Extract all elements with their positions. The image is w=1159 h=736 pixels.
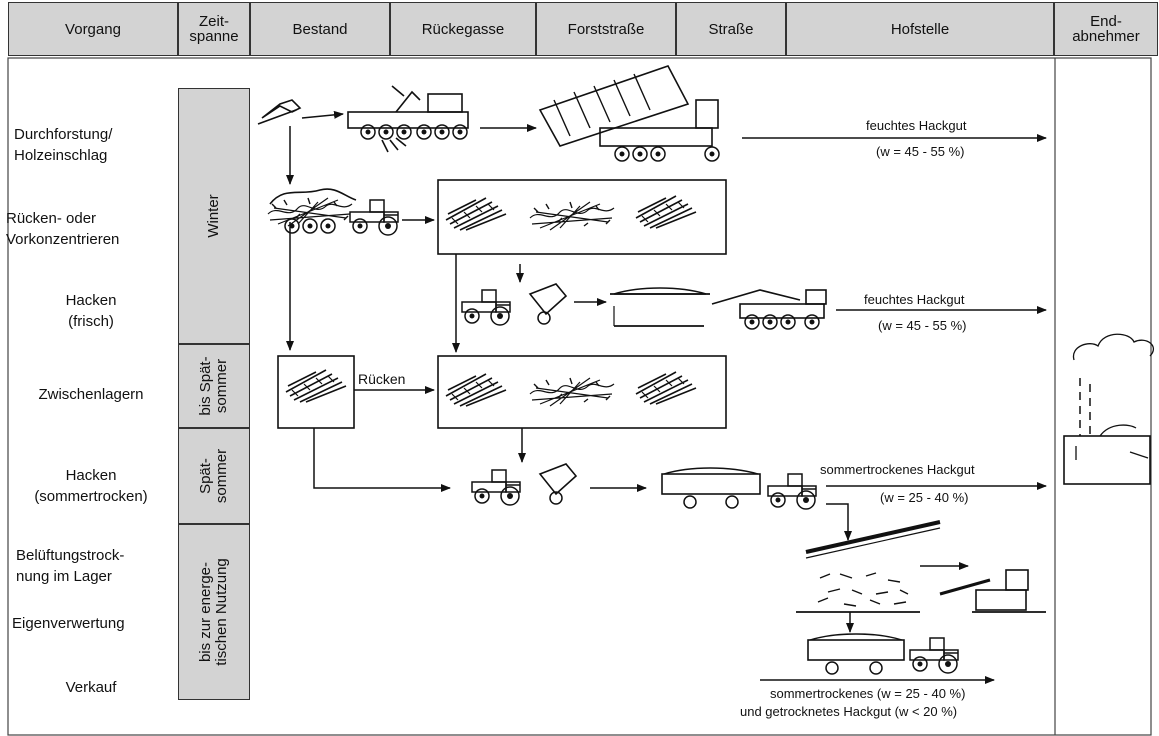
phase-bis-nutzung-label: bis zur energe- tischen Nutzung [197, 558, 230, 666]
phase-bis-spaetsommer-label: bis Spät- sommer [197, 356, 230, 416]
ventilated-chip-store-illustration [796, 572, 920, 613]
felling-saw-illustration [257, 99, 302, 125]
phase-spaetsommer-label: Spät- sommer [197, 448, 230, 504]
row-label-zwischenlagern: Zwischenlagern [38, 386, 144, 403]
chip-truck-illustration-2 [711, 289, 827, 330]
phase-bis-nutzung: bis zur energe- tischen Nutzung [178, 524, 250, 700]
header-zeitspanne: Zeit- spanne [178, 2, 250, 56]
row-label-ruecken: Rücken- oder Vorkonzentrieren [6, 210, 120, 248]
header-endabnehmer: End- abnehmer [1054, 2, 1158, 56]
stand-storage-box [277, 355, 355, 429]
flow-label-final-1: sommertrockenes (w = 25 - 40 %) [770, 686, 966, 701]
phase-winter-label: Winter [205, 194, 222, 238]
harvester-illustration [347, 85, 469, 153]
flow-label-wet-2-moisture: (w = 45 - 55 %) [878, 318, 967, 333]
header-strasse: Straße [676, 2, 786, 56]
row-label-belueftung: Belüftungstrock- nung im Lager [16, 547, 125, 585]
tractor-trailer-illustration-1 [661, 467, 817, 510]
phase-winter: Winter [178, 88, 250, 344]
wood-assortment-box-2 [437, 355, 727, 429]
header-bestand: Bestand [250, 2, 390, 56]
conveyor-illustration [805, 520, 941, 559]
tractor-chipper-illustration-2 [471, 463, 578, 506]
header-forststrasse: Forststraße [536, 2, 676, 56]
tractor-trailer-illustration-2 [807, 633, 959, 675]
chip-pile-storage-illustration [610, 287, 710, 327]
flow-label-wet-2: feuchtes Hackgut [864, 292, 965, 307]
header-vorgang: Vorgang [8, 2, 178, 56]
row-label-hacken-sommertrocken: Hacken (sommertrocken) [34, 467, 148, 505]
phase-spaetsommer: Spät- sommer [178, 428, 250, 524]
flow-label-final-2: und getrocknetes Hackgut (w < 20 %) [740, 704, 958, 719]
arrow [826, 503, 852, 541]
flow-label-summer-moisture: (w = 25 - 40 %) [880, 490, 969, 505]
row-label-hacken-frisch: Hacken (frisch) [65, 292, 117, 330]
flow-label-summer: sommertrockenes Hackgut [820, 462, 975, 477]
wood-chip-truck-illustration [538, 65, 720, 162]
flow-label-wet-1: feuchtes Hackgut [866, 118, 967, 133]
row-label-verkauf: Verkauf [65, 679, 117, 696]
header-rueckegasse: Rückegasse [390, 2, 536, 56]
diagram-frame [7, 57, 1152, 736]
row-label-eigenverwertung: Eigenverwertung [12, 615, 125, 632]
arrow [313, 428, 451, 492]
flow-label-ruecken: Rücken [358, 371, 406, 387]
tractor-chipper-illustration-1 [461, 283, 568, 326]
row-label-durchforstung: Durchforstung/ Holzeinschlag [14, 126, 113, 164]
arrow [301, 110, 344, 119]
forwarder-illustration [267, 188, 399, 236]
heating-plant-illustration [1063, 333, 1155, 485]
flow-label-wet-1-moisture: (w = 45 - 55 %) [876, 144, 965, 159]
boiler-illustration [939, 569, 1046, 613]
header-hofstelle: Hofstelle [786, 2, 1054, 56]
phase-bis-spaetsommer: bis Spät- sommer [178, 344, 250, 428]
